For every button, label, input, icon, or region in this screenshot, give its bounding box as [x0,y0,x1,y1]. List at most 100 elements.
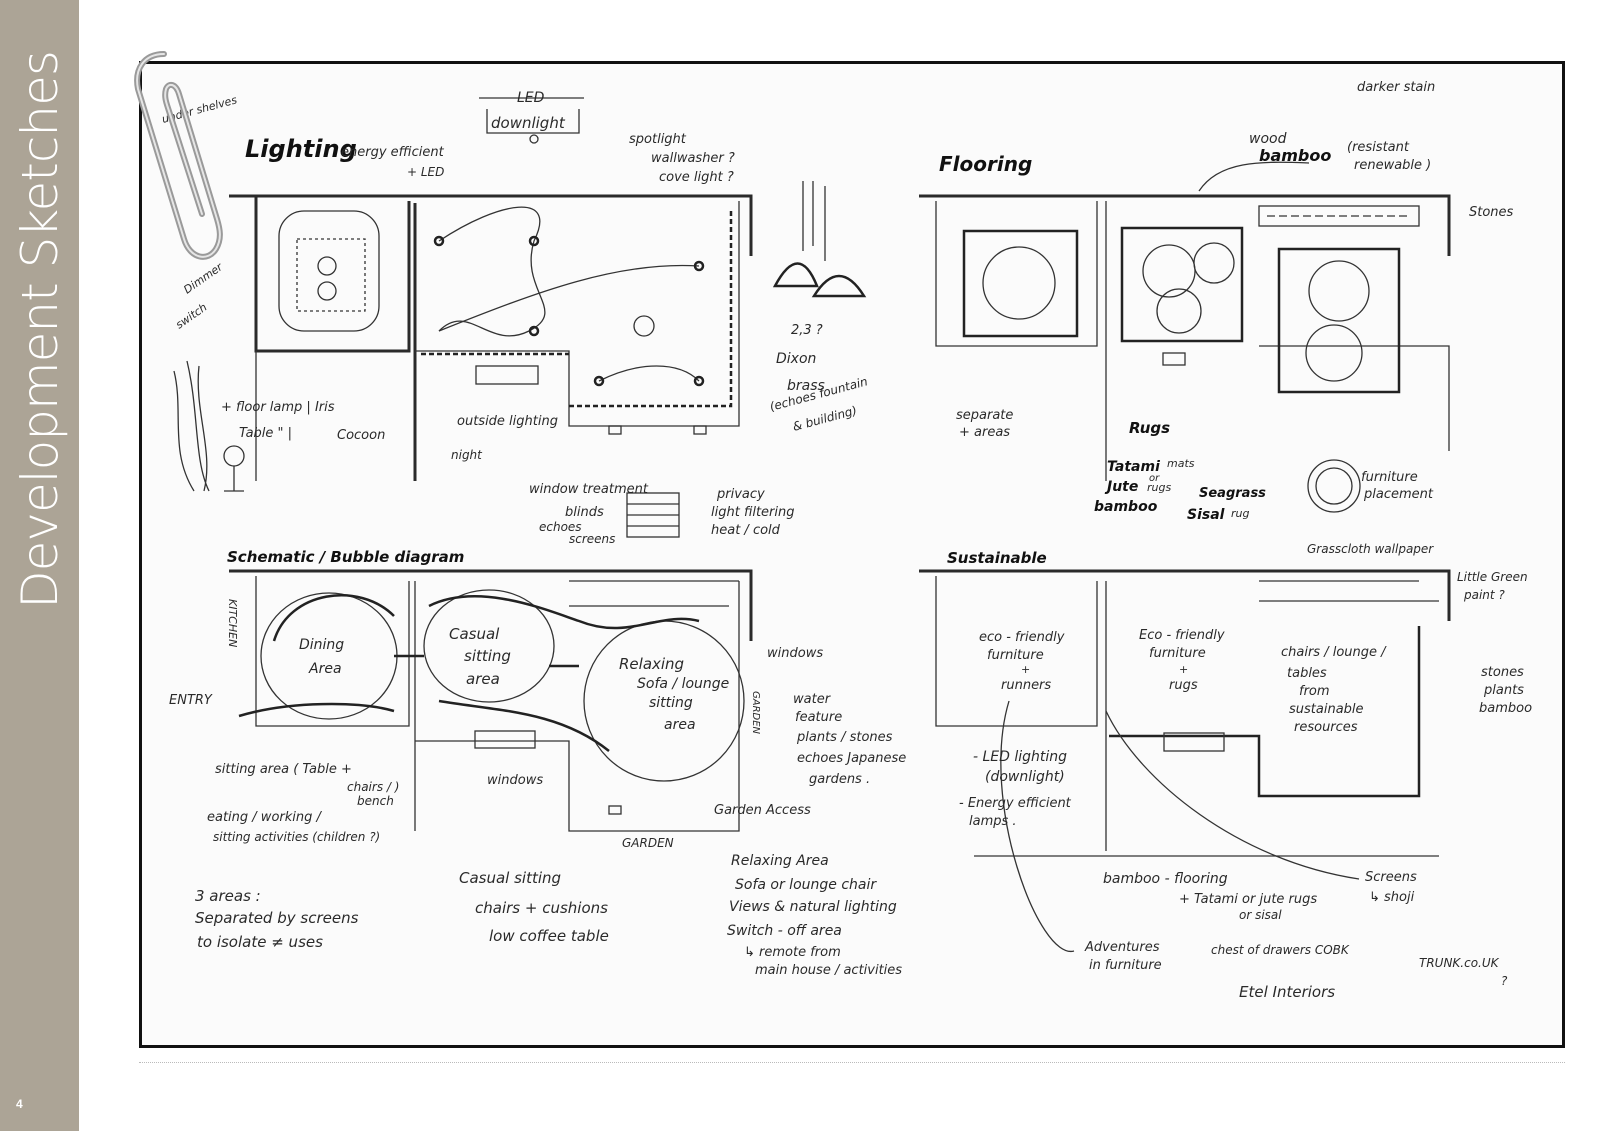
note-sisal: Sisal [1187,507,1225,523]
note-grasscloth: Grasscloth wallpaper [1307,542,1434,556]
schematic-plan [229,569,753,832]
note-led-lighting: - LED lighting [973,749,1067,765]
note-bamboo2: bamboo [1094,499,1158,515]
note-downlight: downlight [491,114,566,132]
note-windows-right: windows [767,646,823,661]
note-casual: Casual [449,625,500,643]
note-furniture: furniture [1361,470,1418,485]
note-furniture-1: furniture [987,648,1044,663]
note-trunk-question: ? [1501,974,1508,988]
note-heat-cold: heat / cold [711,523,781,538]
note-three-areas: 3 areas : [195,887,261,905]
note-runners: runners [1001,678,1051,693]
note-relaxing-area: Relaxing Area [731,853,829,869]
note-switch: switch [173,301,209,332]
note-renewable: renewable ) [1354,158,1431,173]
note-spotlight: spotlight [629,132,687,147]
note-isolate: to isolate ≠ uses [197,933,323,951]
note-or-sisal: or sisal [1239,908,1282,922]
note-sustainable-res: sustainable [1289,702,1364,717]
note-chairs-cushions: chairs + cushions [475,899,608,917]
note-tatami: Tatami [1107,459,1160,475]
note-sofa-lounge: Sofa / lounge [637,676,729,692]
schematic-heading: Schematic / Bubble diagram [227,548,464,566]
note-sitting-activities: sitting activities (children ?) [213,830,380,844]
note-window-treatment: window treatment [529,482,649,497]
note-resistant: (resistant [1347,140,1410,155]
note-paint: paint ? [1463,588,1505,602]
note-outside-lighting: outside lighting [457,414,558,429]
note-from: from [1299,684,1330,699]
lighting-notes: Lighting energy efficient + LED under sh… [160,90,869,546]
note-separate: separate [956,408,1013,423]
note-relax-sitting: sitting [649,695,693,711]
schematic-notes: Schematic / Bubble diagram KITCHEN Dinin… [169,548,906,978]
note-rugs-2: rugs [1169,678,1198,693]
note-dixon: Dixon [776,351,816,367]
note-kitchen: KITCHEN [226,599,239,647]
note-casual-sitting-title: Casual sitting [459,869,561,887]
note-switch-off: Switch - off area [727,923,842,939]
note-lamps: lamps . [969,814,1017,829]
note-sitting-area: sitting area ( Table + [215,762,352,777]
note-blinds: blinds [565,505,604,520]
note-trunk: TRUNK.co.UK [1419,956,1500,970]
note-sofa-lounge-chair: Sofa or lounge chair [735,877,877,893]
lighting-plan [173,97,867,538]
note-bamboo: bamboo [1259,146,1331,165]
note-water: water [793,692,832,707]
sustainable-heading: Sustainable [947,549,1047,567]
sketch-drawing: Lighting energy efficient + LED under sh… [160,80,1532,1001]
sustainable-notes: Sustainable Grasscloth wallpaper Little … [947,542,1532,1001]
note-etel-interiors: Etel Interiors [1239,983,1335,1001]
note-casual-sitting: sitting [464,647,511,665]
note-mats: mats [1167,457,1195,470]
note-remote: ↳ remote from [744,945,841,960]
note-eco-friendly-1: eco - friendly [979,630,1065,645]
note-stones-2: stones [1481,665,1524,680]
note-feature: feature [795,710,842,725]
note-garden-bottom: GARDEN [622,836,674,850]
sustainable-plan [919,569,1451,952]
note-dining: Dining [299,637,344,653]
note-seagrass: Seagrass [1199,486,1266,501]
note-plus-2: + [1179,663,1188,676]
note-echoes-japanese: echoes Japanese [797,751,906,766]
note-screens-2: Screens [1365,870,1417,885]
note-bamboo-3: bamboo [1479,701,1532,716]
note-chairs-lounge: chairs / lounge / [1281,645,1387,660]
note-relaxing: Relaxing [619,655,684,673]
note-night: night [451,448,483,462]
note-and-building: & building) [791,403,858,434]
note-stones: Stones [1469,205,1514,220]
note-shoji: ↳ shoji [1369,890,1415,905]
note-relax-area: area [664,717,696,733]
note-coffee-table: low coffee table [489,927,609,945]
note-chest-of-drawers: chest of drawers COBK [1211,943,1350,957]
note-plants: plants [1483,683,1524,698]
note-dining-area: Area [308,661,342,677]
note-or: or [1149,473,1160,484]
note-main-house: main house / activities [755,963,902,978]
flooring-heading: Flooring [939,152,1032,176]
note-gardens: gardens . [809,772,870,787]
note-rugs2: rugs [1147,481,1171,494]
note-chairs: chairs / ) [347,780,399,794]
note-in-furniture: in furniture [1089,958,1162,973]
note-screens: screens [569,532,615,546]
page-number: 4 [16,1097,23,1111]
note-privacy: privacy [716,487,765,502]
divider [139,1062,1565,1063]
paperclip-icon [134,51,223,260]
note-tables: tables [1287,666,1327,681]
note-brass: brass [787,378,825,394]
note-energy: energy efficient [341,145,445,160]
note-bamboo-flooring: bamboo - flooring [1103,871,1228,887]
note-furniture-2: furniture [1149,646,1206,661]
sidebar: Development Sketches 4 [0,0,79,1131]
note-garden-access: Garden Access [714,803,811,818]
note-table: Table " | [239,426,292,441]
note-jute: Jute [1104,479,1138,495]
note-adventures: Adventures [1084,940,1160,955]
note-floor-lamp: + floor lamp | Iris [221,400,335,415]
